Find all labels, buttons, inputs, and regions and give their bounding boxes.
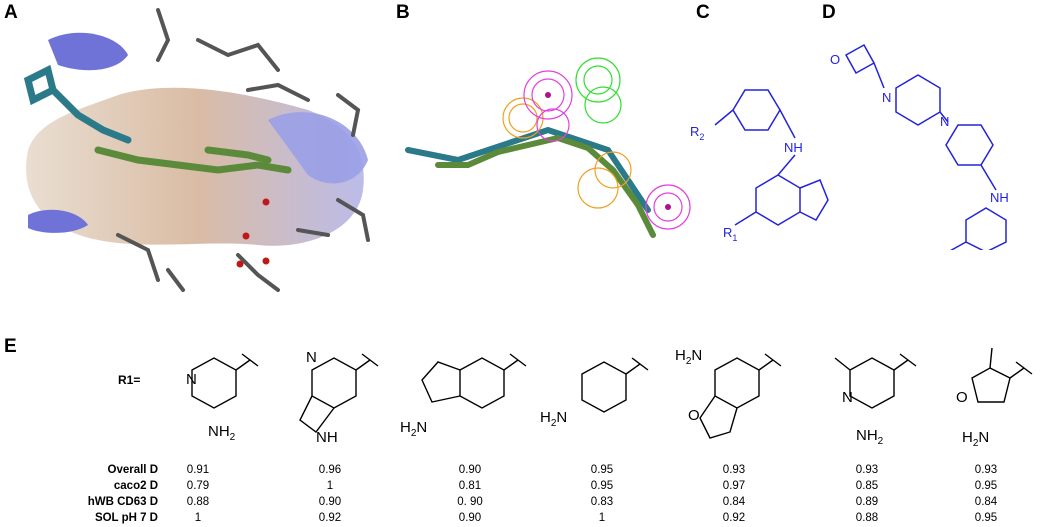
s5-o: O	[688, 407, 700, 424]
panel-label-e: E	[4, 336, 17, 357]
table-cell: 0.92	[722, 512, 746, 524]
row-label-sol-ph7: SOL pH 7 D	[94, 512, 158, 524]
s6-n1: N	[842, 389, 853, 406]
table-cell: 0.93	[855, 464, 879, 476]
nh-linker-label-d: NH	[990, 190, 1009, 205]
table-cell: 0.95	[974, 512, 998, 524]
panel-label-c: C	[696, 2, 710, 23]
piperazine-n1-label: N	[882, 90, 891, 105]
table-cell: 0.89	[855, 496, 879, 508]
table-cell: 0.84	[722, 496, 746, 508]
panel-label-b: B	[396, 2, 410, 23]
s2-n1: N	[306, 349, 317, 366]
table-cell: 0.97	[722, 480, 746, 492]
table-cell: 1	[598, 512, 606, 524]
table-cell: 1	[326, 480, 334, 492]
s7-h2n: H2N	[962, 429, 989, 449]
s4-h2n: H2N	[540, 409, 567, 429]
table-cell: 1	[194, 512, 202, 524]
table-cell: 0.81	[458, 480, 482, 492]
table-cell: 0.92	[318, 512, 342, 524]
table-cell: 0.85	[855, 480, 879, 492]
table-cell: 0.95	[590, 480, 614, 492]
table-cell: 0.90	[458, 464, 482, 476]
core-structure-d: O N N NH	[830, 43, 1009, 250]
s5-h2n: H2N	[675, 347, 702, 367]
pharmacophore-overlay-image	[405, 57, 691, 238]
r1-row-label: R1=	[118, 373, 141, 387]
r1-substituent-structures: N NH2 N NH H2N H2N H2N O N NH2 O H2N	[186, 347, 1033, 449]
nh-linker-label: NH	[784, 140, 803, 155]
table-cell: 0.93	[974, 464, 998, 476]
table-cell: 0.95	[974, 480, 998, 492]
table-cell: 0.83	[590, 496, 614, 508]
table-cell: 0.79	[186, 480, 210, 492]
table-cell: 0.88	[186, 496, 210, 508]
panel-label-a: A	[4, 2, 18, 23]
table-cell: 0.84	[974, 496, 998, 508]
panel-label-d: D	[822, 2, 836, 23]
row-label-caco2: caco2 D	[113, 480, 158, 492]
table-cell: 0.90	[318, 496, 342, 508]
core-r1-label: R1	[723, 225, 737, 243]
table-cell: 0. 90	[457, 496, 483, 508]
s1-nh2: NH2	[208, 423, 236, 443]
table-cell: 0.90	[458, 512, 482, 524]
s2-nh: NH	[316, 429, 338, 446]
substituent-r2-label: R2	[690, 124, 704, 142]
table-cell: 0.96	[318, 464, 342, 476]
binding-pocket-surface-image	[23, 8, 370, 292]
table-cell: 0.93	[722, 464, 746, 476]
oxetane-oxygen-label: O	[830, 52, 840, 67]
table-cell: 0.95	[590, 464, 614, 476]
table-cell: 0.88	[855, 512, 879, 524]
row-label-overall: Overall D	[107, 464, 159, 476]
s3-h2n: H2N	[400, 419, 427, 439]
row-label-hwb-cd63: hWB CD63 D	[87, 496, 158, 508]
s1-n1: N	[186, 371, 197, 388]
piperazine-n4-label: N	[940, 114, 949, 129]
core-structure-c: R2 NH R1	[690, 89, 829, 243]
s7-o: O	[956, 389, 968, 406]
s6-nh2: NH2	[856, 427, 884, 447]
table-cell: 0.91	[186, 464, 210, 476]
